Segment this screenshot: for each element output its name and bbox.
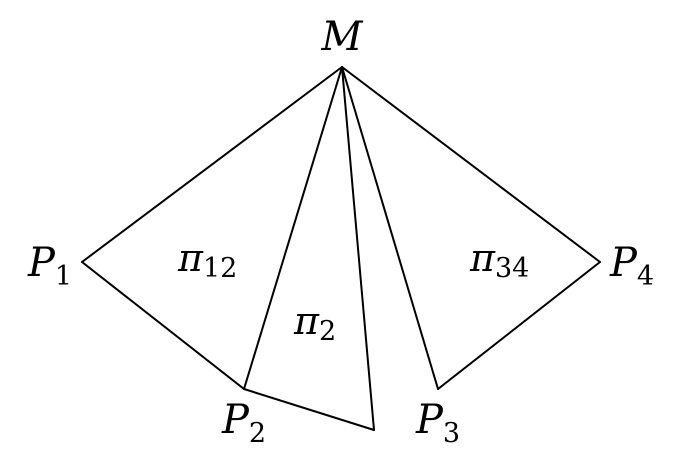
- label-pi34: π34: [469, 236, 529, 284]
- label-p1: P1: [27, 240, 72, 292]
- label-pi12: π12: [177, 236, 237, 284]
- edge-m-q: [341, 66, 375, 431]
- label-pi2: π2: [293, 299, 336, 347]
- label-p4: P4: [609, 240, 654, 292]
- edge-m-p4: [341, 66, 601, 263]
- label-p3: P3: [415, 397, 460, 449]
- edge-m-p1: [81, 66, 343, 263]
- label-p2: P2: [221, 397, 266, 449]
- edge-p2-q: [243, 388, 375, 431]
- edge-p3-p4: [437, 261, 601, 390]
- edge-m-p3: [341, 66, 439, 390]
- edge-m-p2: [243, 66, 343, 390]
- edge-p1-p2: [81, 261, 245, 390]
- label-m: M: [321, 14, 364, 60]
